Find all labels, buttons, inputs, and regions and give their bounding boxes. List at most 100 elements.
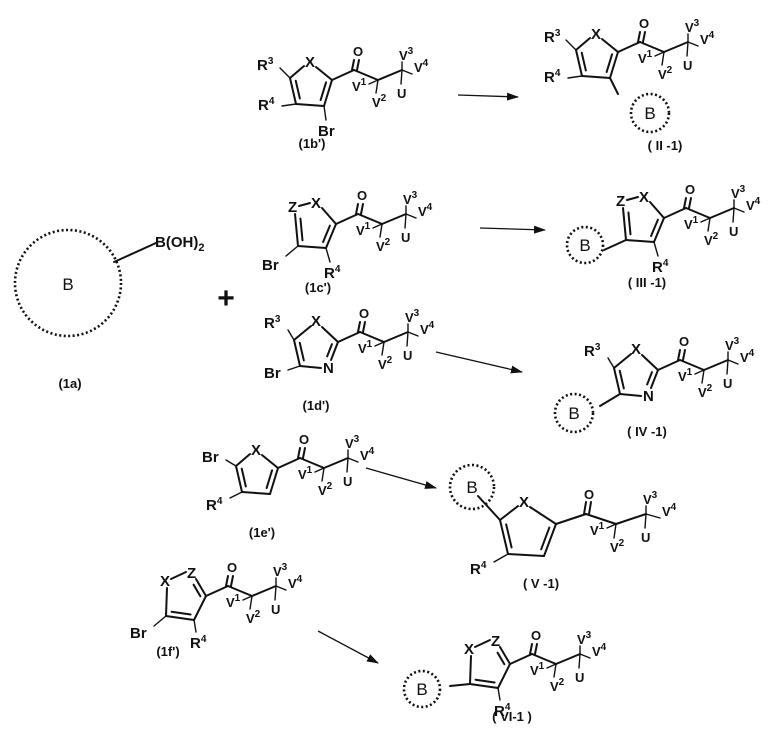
ring-double-inner [628,213,630,235]
v2-label-base: V [246,611,255,626]
v4-label-index: 4 [601,642,607,653]
chain-bond [336,214,358,224]
u-bond [407,332,408,346]
compound-label-V-1: ( V -1) [523,576,559,591]
ring-x-base: X [464,641,474,658]
v2-bond [382,342,384,355]
compound-label-IV-1: ( IV -1) [627,424,667,439]
carbonyl-bond [358,322,360,332]
ring-x: X [591,26,601,43]
ring-double-inner [300,343,304,361]
u-bond [733,208,734,222]
carbonyl-o-base: O [685,182,695,197]
v2-bond [376,80,378,93]
v4-label: V4 [592,642,607,659]
chain-bond [556,654,580,664]
v2-label-base: V [704,233,713,248]
u-label: U [641,530,650,545]
ring-bond [508,554,544,556]
r4-label-index: 4 [663,258,669,269]
reaction-arrows [318,95,545,663]
ring-n-base: N [323,360,334,377]
u-label: U [403,348,412,363]
v1-label: V1 [684,215,699,232]
carbonyl-o: O [679,334,689,349]
ring-bond [294,326,311,340]
v1-label-base: V [298,467,307,482]
r3-bond [608,358,614,368]
v2-label-index: 2 [385,237,391,248]
v3-label-base: V [685,20,694,35]
v3-label: V3 [731,184,746,201]
ring-bond [626,240,654,242]
carbonyl-bond-2 [643,32,645,42]
v1-label-base: V [356,223,365,238]
ring-x: X [305,54,315,71]
br-bond [288,366,300,370]
v4-label-index: 4 [749,348,755,359]
r4-label-base: R [544,69,555,86]
v3-label-index: 3 [354,434,360,445]
chain-bond [658,360,680,370]
compound-1e: XBrR4OV1V2V3V4U(1e') [202,432,375,540]
chain-bond [510,654,532,664]
ring-bond [475,640,490,647]
v4-label-base: V [740,350,749,365]
b-ring-label: B [644,104,655,123]
ring-bond [236,454,250,466]
ring-x: X [251,442,261,459]
v2-label-index: 2 [707,383,713,394]
u-bond [405,214,406,228]
r4-label: R4 [190,634,207,652]
u-label: U [401,230,410,245]
v2-label-base: V [698,385,707,400]
v1-bond [701,218,710,222]
v1-bond [695,370,704,374]
v1-label-base: V [358,341,367,356]
ring-x: X [311,313,321,330]
r4-label: R4 [470,560,487,578]
ring-double [166,616,194,620]
v3-label-index: 3 [734,336,740,347]
ring-z: Z [187,565,196,582]
v2-bond [250,596,252,609]
v1-label: V1 [352,77,367,94]
carbonyl-bond [226,576,228,586]
v4-label-base: V [592,644,601,659]
u-bond [687,42,688,56]
u-bond [645,514,646,528]
v1-label: V1 [678,367,693,384]
v2-label-base: V [658,67,667,82]
v4-label-index: 4 [297,574,303,585]
carbonyl-o: O [531,628,541,643]
u-label-base: U [403,348,412,363]
chain-bond [618,42,640,52]
r3-label-base: R [584,343,595,360]
carbonyl-o-base: O [353,44,363,59]
v4-label: V4 [414,58,429,75]
v3-label-index: 3 [414,308,420,319]
v3-label: V3 [577,630,592,647]
carbonyl-o-base: O [357,188,367,203]
r4-bond [654,242,658,256]
v2-label: V2 [372,93,387,110]
r4-bond [568,76,582,78]
carbonyl-o: O [639,16,649,31]
compound-1b: XR3R4BrOV1V2V3V4U(1b') [257,44,429,151]
v4-label: V4 [700,30,715,47]
compound-label-1c: (1c') [305,280,331,295]
compound-label-1a: (1a) [58,376,81,391]
v1-label-index: 1 [367,339,373,350]
ring-double-inner [327,344,332,356]
v3-label: V3 [685,18,700,35]
v1-label-index: 1 [365,221,371,232]
v3-label-base: V [577,632,586,647]
br-bond [154,616,166,626]
ring-z-base: Z [491,633,500,650]
compound-label-1d: (1d') [303,398,330,413]
u-bond [275,586,276,600]
v1-label-index: 1 [361,77,367,88]
v3-label: V3 [725,336,740,353]
v1-label-index: 1 [599,521,605,532]
v4-bond [348,458,358,462]
